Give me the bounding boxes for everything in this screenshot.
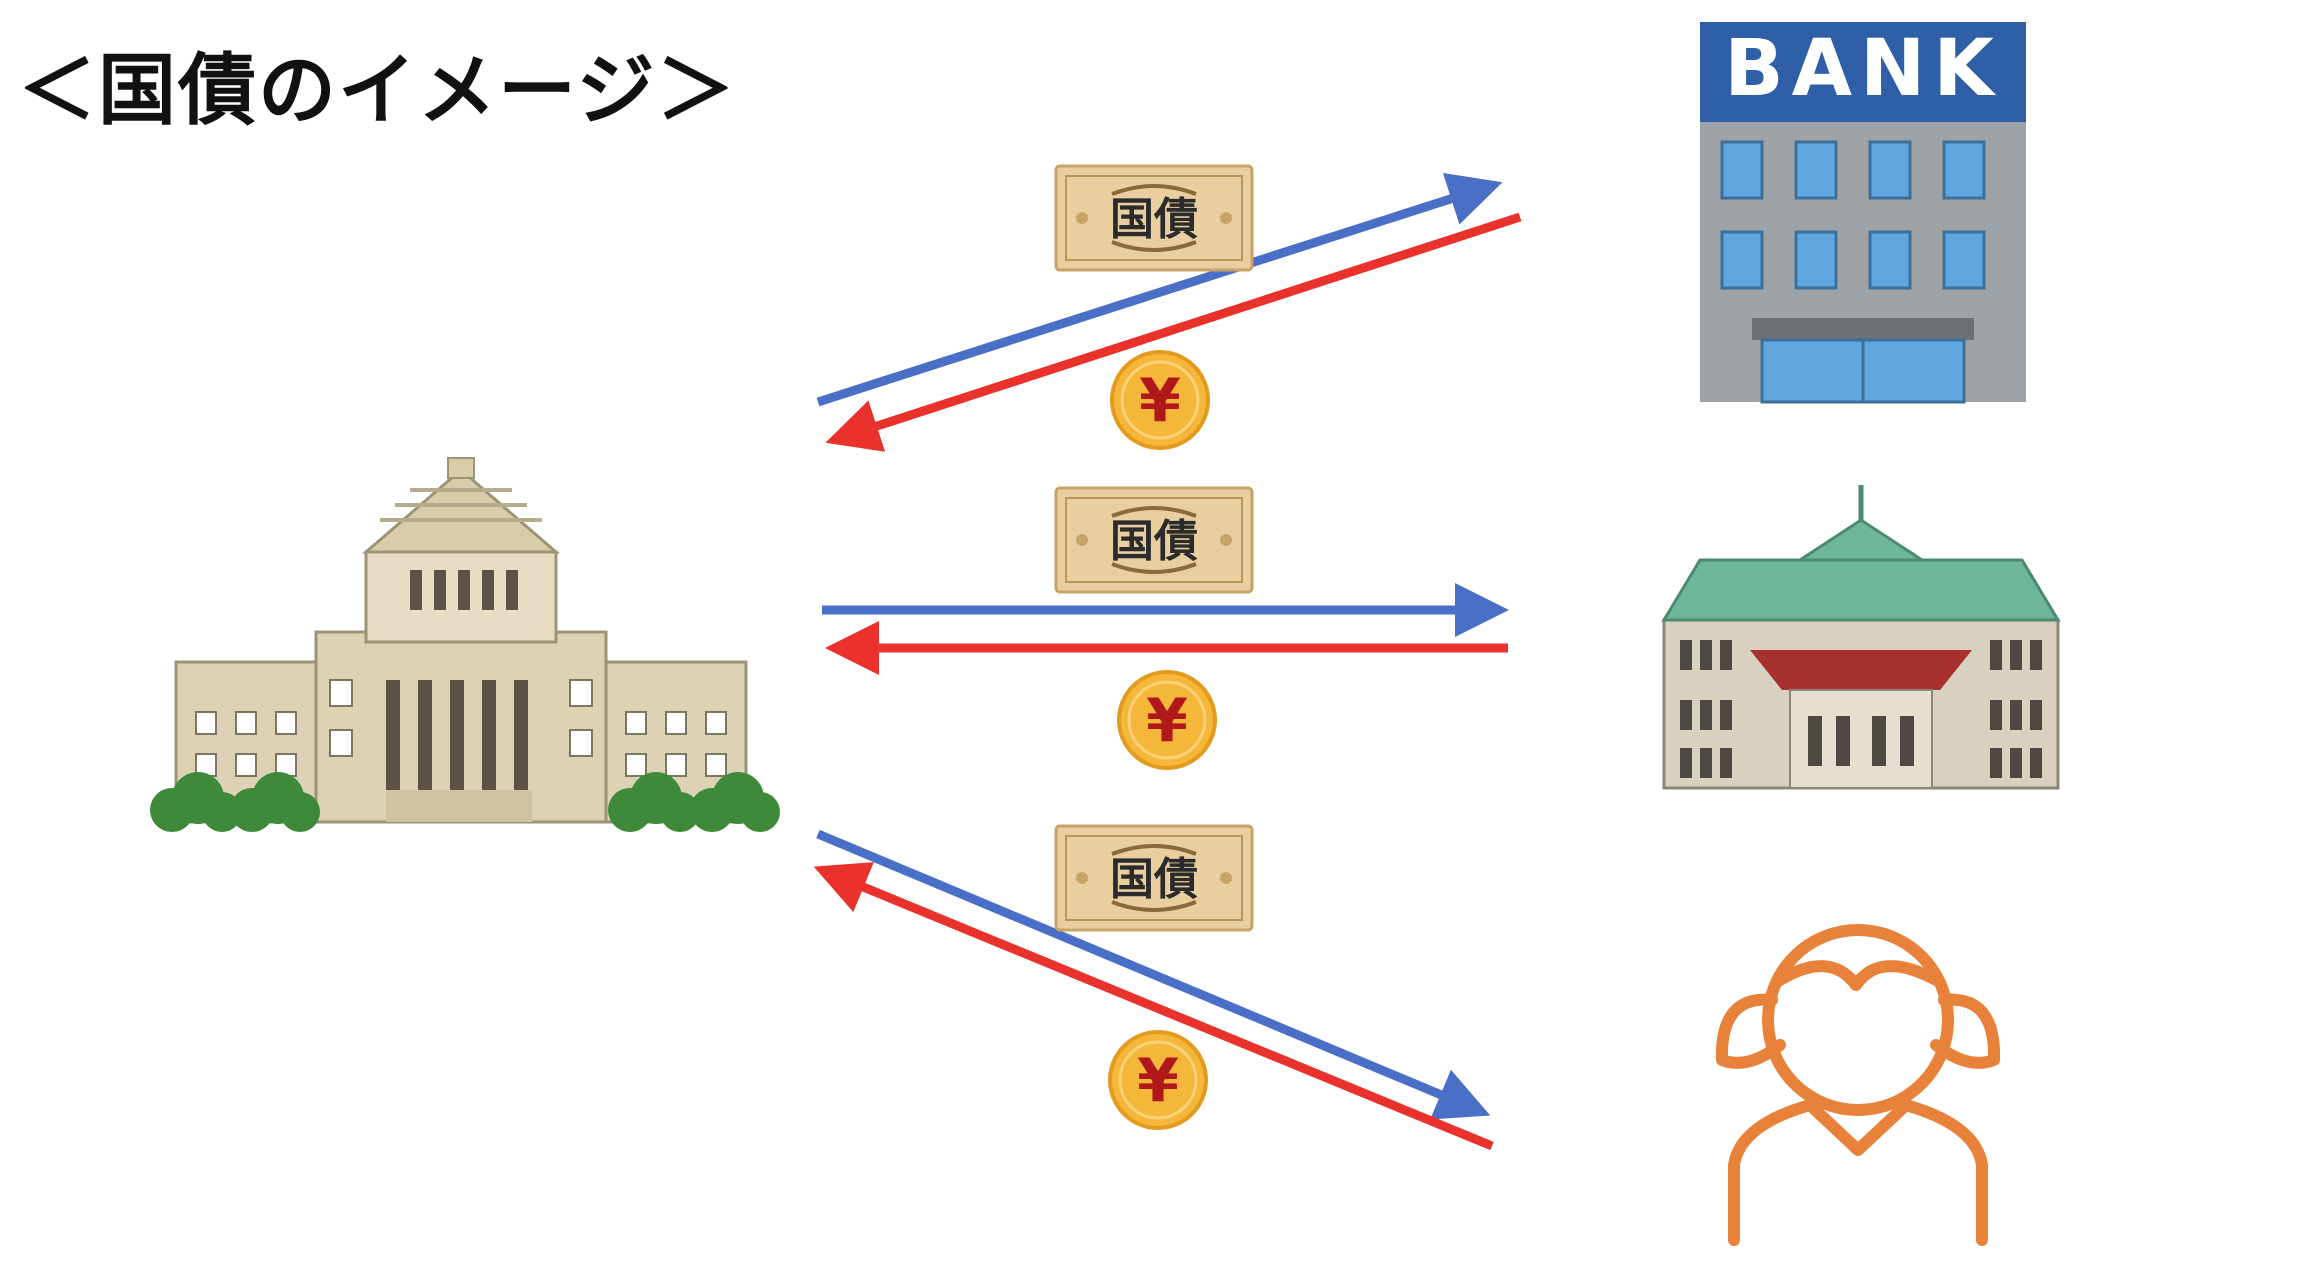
yen-coin-icon: ¥ (1117, 670, 1217, 770)
bank-sign-text: BANK (1724, 24, 2002, 114)
yen-symbol: ¥ (1146, 686, 1188, 756)
money-arrow-from-bank (825, 212, 1522, 452)
bank-icon: BANK (1700, 22, 2026, 404)
bond-label: 国債 (1110, 516, 1198, 567)
bond-label: 国債 (1110, 854, 1198, 905)
bond-label: 国債 (1110, 194, 1198, 245)
bond-certificate-icon: 国債 (1054, 824, 1254, 932)
central-bank-icon (1661, 485, 2061, 790)
yen-symbol: ¥ (1137, 1046, 1179, 1116)
bond-certificate-icon: 国債 (1054, 486, 1254, 594)
diet-building-icon (150, 457, 780, 832)
money-arrow-from-individual (813, 862, 1494, 1151)
bond-certificate-icon: 国債 (1054, 164, 1254, 272)
yen-coin-icon: ¥ (1110, 350, 1210, 450)
yen-coin-icon: ¥ (1108, 1030, 1208, 1130)
page-title: ＜国債のイメージ＞ (18, 46, 737, 136)
bond-arrow-to-individual (816, 829, 1491, 1120)
bond-arrow-to-bank (816, 173, 1503, 407)
person-icon (1715, 924, 2001, 1246)
yen-symbol: ¥ (1139, 366, 1181, 436)
